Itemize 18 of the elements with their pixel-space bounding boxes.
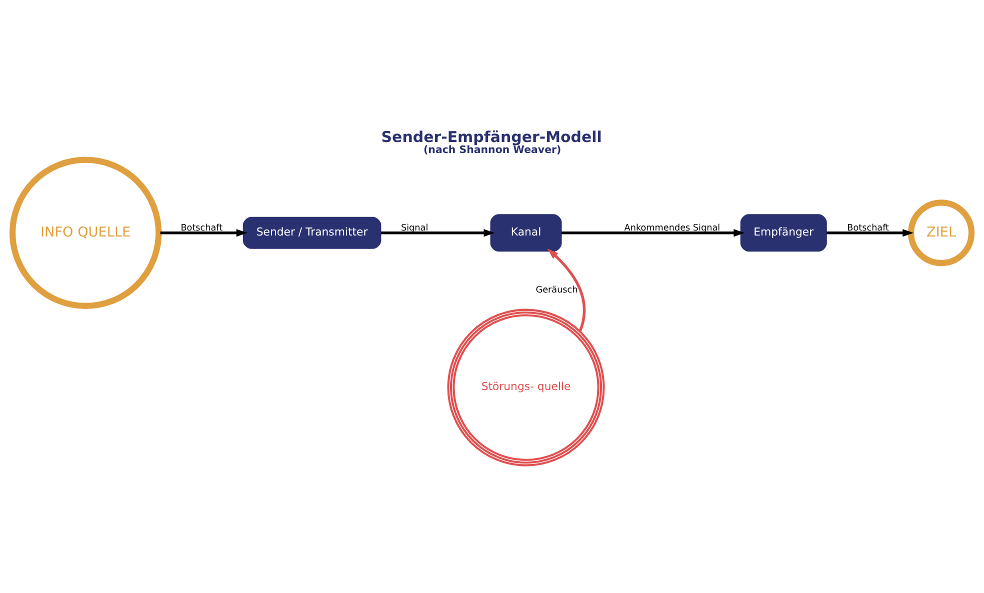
edge-label: Botschaft xyxy=(180,223,223,234)
edge-label: Botschaft xyxy=(847,223,890,234)
node-box: Sender / Transmitter xyxy=(242,216,382,249)
caption: (nach Shannon Weaver) xyxy=(424,144,562,156)
node-circle: Störungs- quelle xyxy=(447,308,605,466)
edge-label: Geräusch xyxy=(536,285,578,296)
arrow xyxy=(160,229,248,237)
arrow xyxy=(547,248,586,332)
node-circle: INFO QUELLE xyxy=(9,156,162,309)
node-circle: ZIEL xyxy=(908,200,975,266)
arrow xyxy=(826,229,914,237)
node-box: Kanal xyxy=(490,214,562,252)
arrow xyxy=(562,229,745,237)
edge-label: Signal xyxy=(400,223,428,234)
edge-label: Ankommendes Signal xyxy=(624,223,720,234)
diagram-title: Sender-Empfänger-Modell xyxy=(381,128,602,146)
node-box: Empfänger xyxy=(740,214,827,252)
arrow xyxy=(380,229,495,237)
